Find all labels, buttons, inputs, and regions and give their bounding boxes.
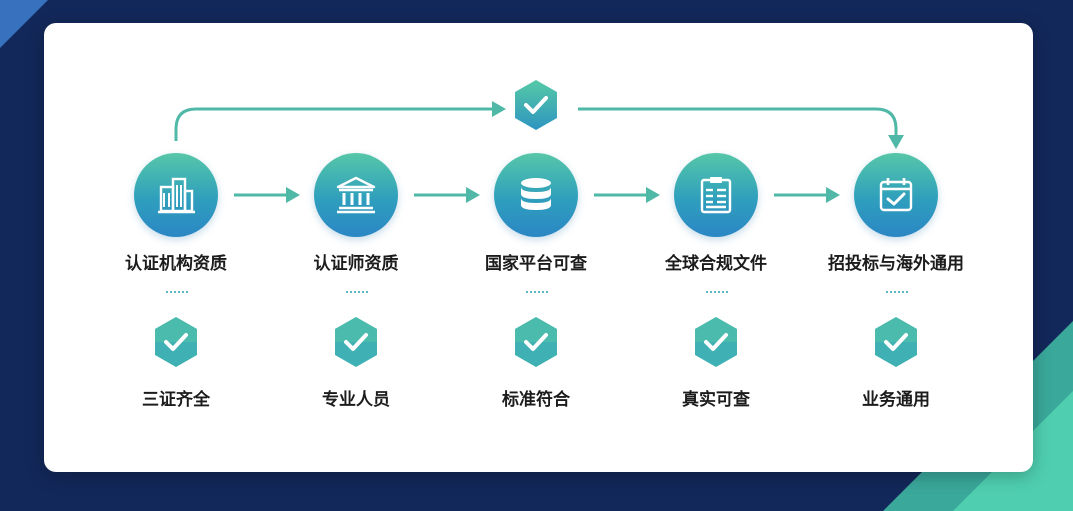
step-global-compliance: 全球合规文件 真实可查 bbox=[626, 23, 806, 472]
step-icon-circle bbox=[134, 153, 218, 237]
check-badge-icon bbox=[695, 317, 737, 367]
step-icon-circle bbox=[674, 153, 758, 237]
step-label: 认证师资质 bbox=[313, 254, 399, 274]
top-arc-left bbox=[174, 107, 494, 141]
database-icon bbox=[521, 178, 551, 210]
check-badge bbox=[332, 315, 380, 369]
step-certification-body: 认证机构资质 三证齐全 bbox=[86, 23, 266, 472]
top-arc-left-arrowhead bbox=[492, 101, 506, 117]
buildings-icon bbox=[158, 177, 195, 214]
top-arc-right bbox=[578, 107, 898, 139]
dotted-separator bbox=[526, 291, 548, 293]
check-badge-icon bbox=[155, 317, 197, 367]
dotted-separator bbox=[886, 291, 908, 293]
check-badge-icon bbox=[335, 317, 377, 367]
feature-label: 三证齐全 bbox=[142, 390, 210, 410]
connector-layer bbox=[174, 101, 904, 149]
arrow-4-5 bbox=[774, 187, 840, 203]
dotted-separator bbox=[166, 291, 188, 293]
step-auditor: 认证师资质 专业人员 bbox=[266, 23, 446, 472]
step-icon-circle bbox=[314, 153, 398, 237]
check-badge-icon bbox=[515, 317, 557, 367]
arrow-2-3 bbox=[414, 187, 480, 203]
step-label: 国家平台可查 bbox=[485, 254, 587, 274]
check-badge bbox=[512, 315, 560, 369]
step-bidding-overseas: 招投标与海外通用 业务通用 bbox=[806, 23, 986, 472]
top-arc-right-arrowhead bbox=[888, 135, 904, 149]
check-badge bbox=[872, 315, 920, 369]
top-check-badge bbox=[512, 78, 560, 132]
step-icon-circle bbox=[854, 153, 938, 237]
background-corner-top-left bbox=[0, 0, 48, 48]
arrow-1-2 bbox=[234, 187, 300, 203]
check-badge-icon bbox=[875, 317, 917, 367]
check-badge bbox=[152, 315, 200, 369]
institution-icon bbox=[336, 176, 376, 214]
feature-label: 专业人员 bbox=[322, 390, 390, 410]
step-icon-circle bbox=[494, 153, 578, 237]
arrow-3-4 bbox=[594, 187, 660, 203]
step-label: 认证机构资质 bbox=[125, 254, 227, 274]
feature-label: 标准符合 bbox=[502, 390, 570, 410]
dotted-separator bbox=[706, 291, 728, 293]
document-icon bbox=[700, 177, 732, 214]
step-label: 招投标与海外通用 bbox=[828, 254, 964, 274]
step-label: 全球合规文件 bbox=[665, 254, 767, 274]
check-badge bbox=[692, 315, 740, 369]
dotted-separator bbox=[346, 291, 368, 293]
feature-label: 真实可查 bbox=[682, 390, 750, 410]
check-badge-icon bbox=[515, 80, 557, 130]
step-national-platform: 国家平台可查 标准符合 bbox=[446, 23, 626, 472]
feature-label: 业务通用 bbox=[862, 390, 930, 410]
clipboard-check-icon bbox=[879, 178, 913, 212]
flow-card: 认证机构资质 三证齐全 认证师资质 bbox=[44, 23, 1033, 472]
